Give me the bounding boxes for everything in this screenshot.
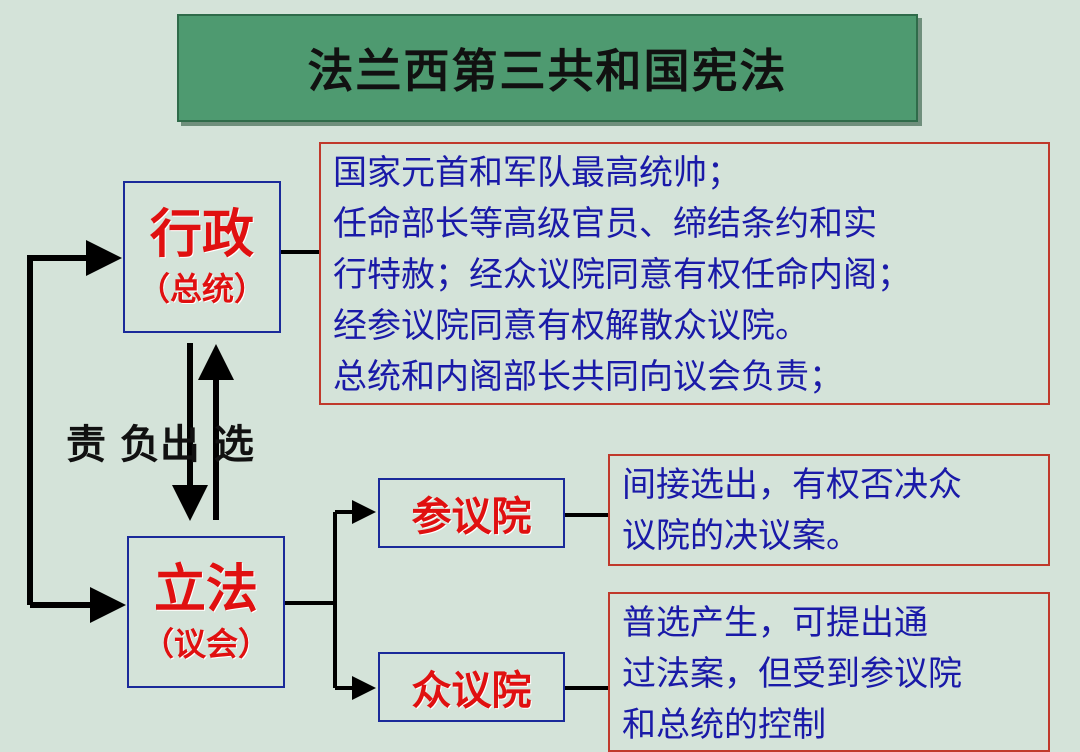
legislature-node: 立法 （议会） [127,536,285,688]
executive-powers-box: 国家元首和军队最高统帅； 任命部长等高级官员、缔结条约和实 行特赦；经众议院同意… [319,142,1050,405]
desc-line: 议院的决议案。 [622,516,860,556]
legislature-name: 立法 [153,560,258,620]
page-title: 法兰西第三共和国宪法 [177,14,918,122]
executive-name: 行政 [149,205,254,265]
desc-line: 间接选出，有权否决众 [622,465,962,505]
connector-arrows [27,240,608,700]
power-line: 经参议院同意有权解散众议院。 [333,306,809,346]
power-line: 国家元首和军队最高统帅； [333,153,741,193]
relation-label: 责 负出 选 [66,422,254,468]
executive-node: 行政 （总统） [123,181,281,333]
senate-desc-box: 间接选出，有权否决众 议院的决议案。 [608,454,1050,566]
desc-line: 普选产生，可提出通 [622,603,928,643]
loop-line [27,240,122,605]
executive-sub: （总统） [137,270,266,308]
power-line: 行特赦；经众议院同意有权任命内阁； [333,255,911,295]
senate-node: 参议院 [378,478,565,548]
power-line: 任命部长等高级官员、缔结条约和实 [333,204,877,244]
chamber-node: 众议院 [378,652,565,722]
chamber-desc-box: 普选产生，可提出通 过法案，但受到参议院 和总统的控制 [608,592,1050,752]
desc-line: 和总统的控制 [622,705,826,745]
power-line: 总统和内阁部长共同向议会负责； [333,357,843,397]
desc-line: 过法案，但受到参议院 [622,654,962,694]
legislature-sub: （议会） [141,625,270,663]
